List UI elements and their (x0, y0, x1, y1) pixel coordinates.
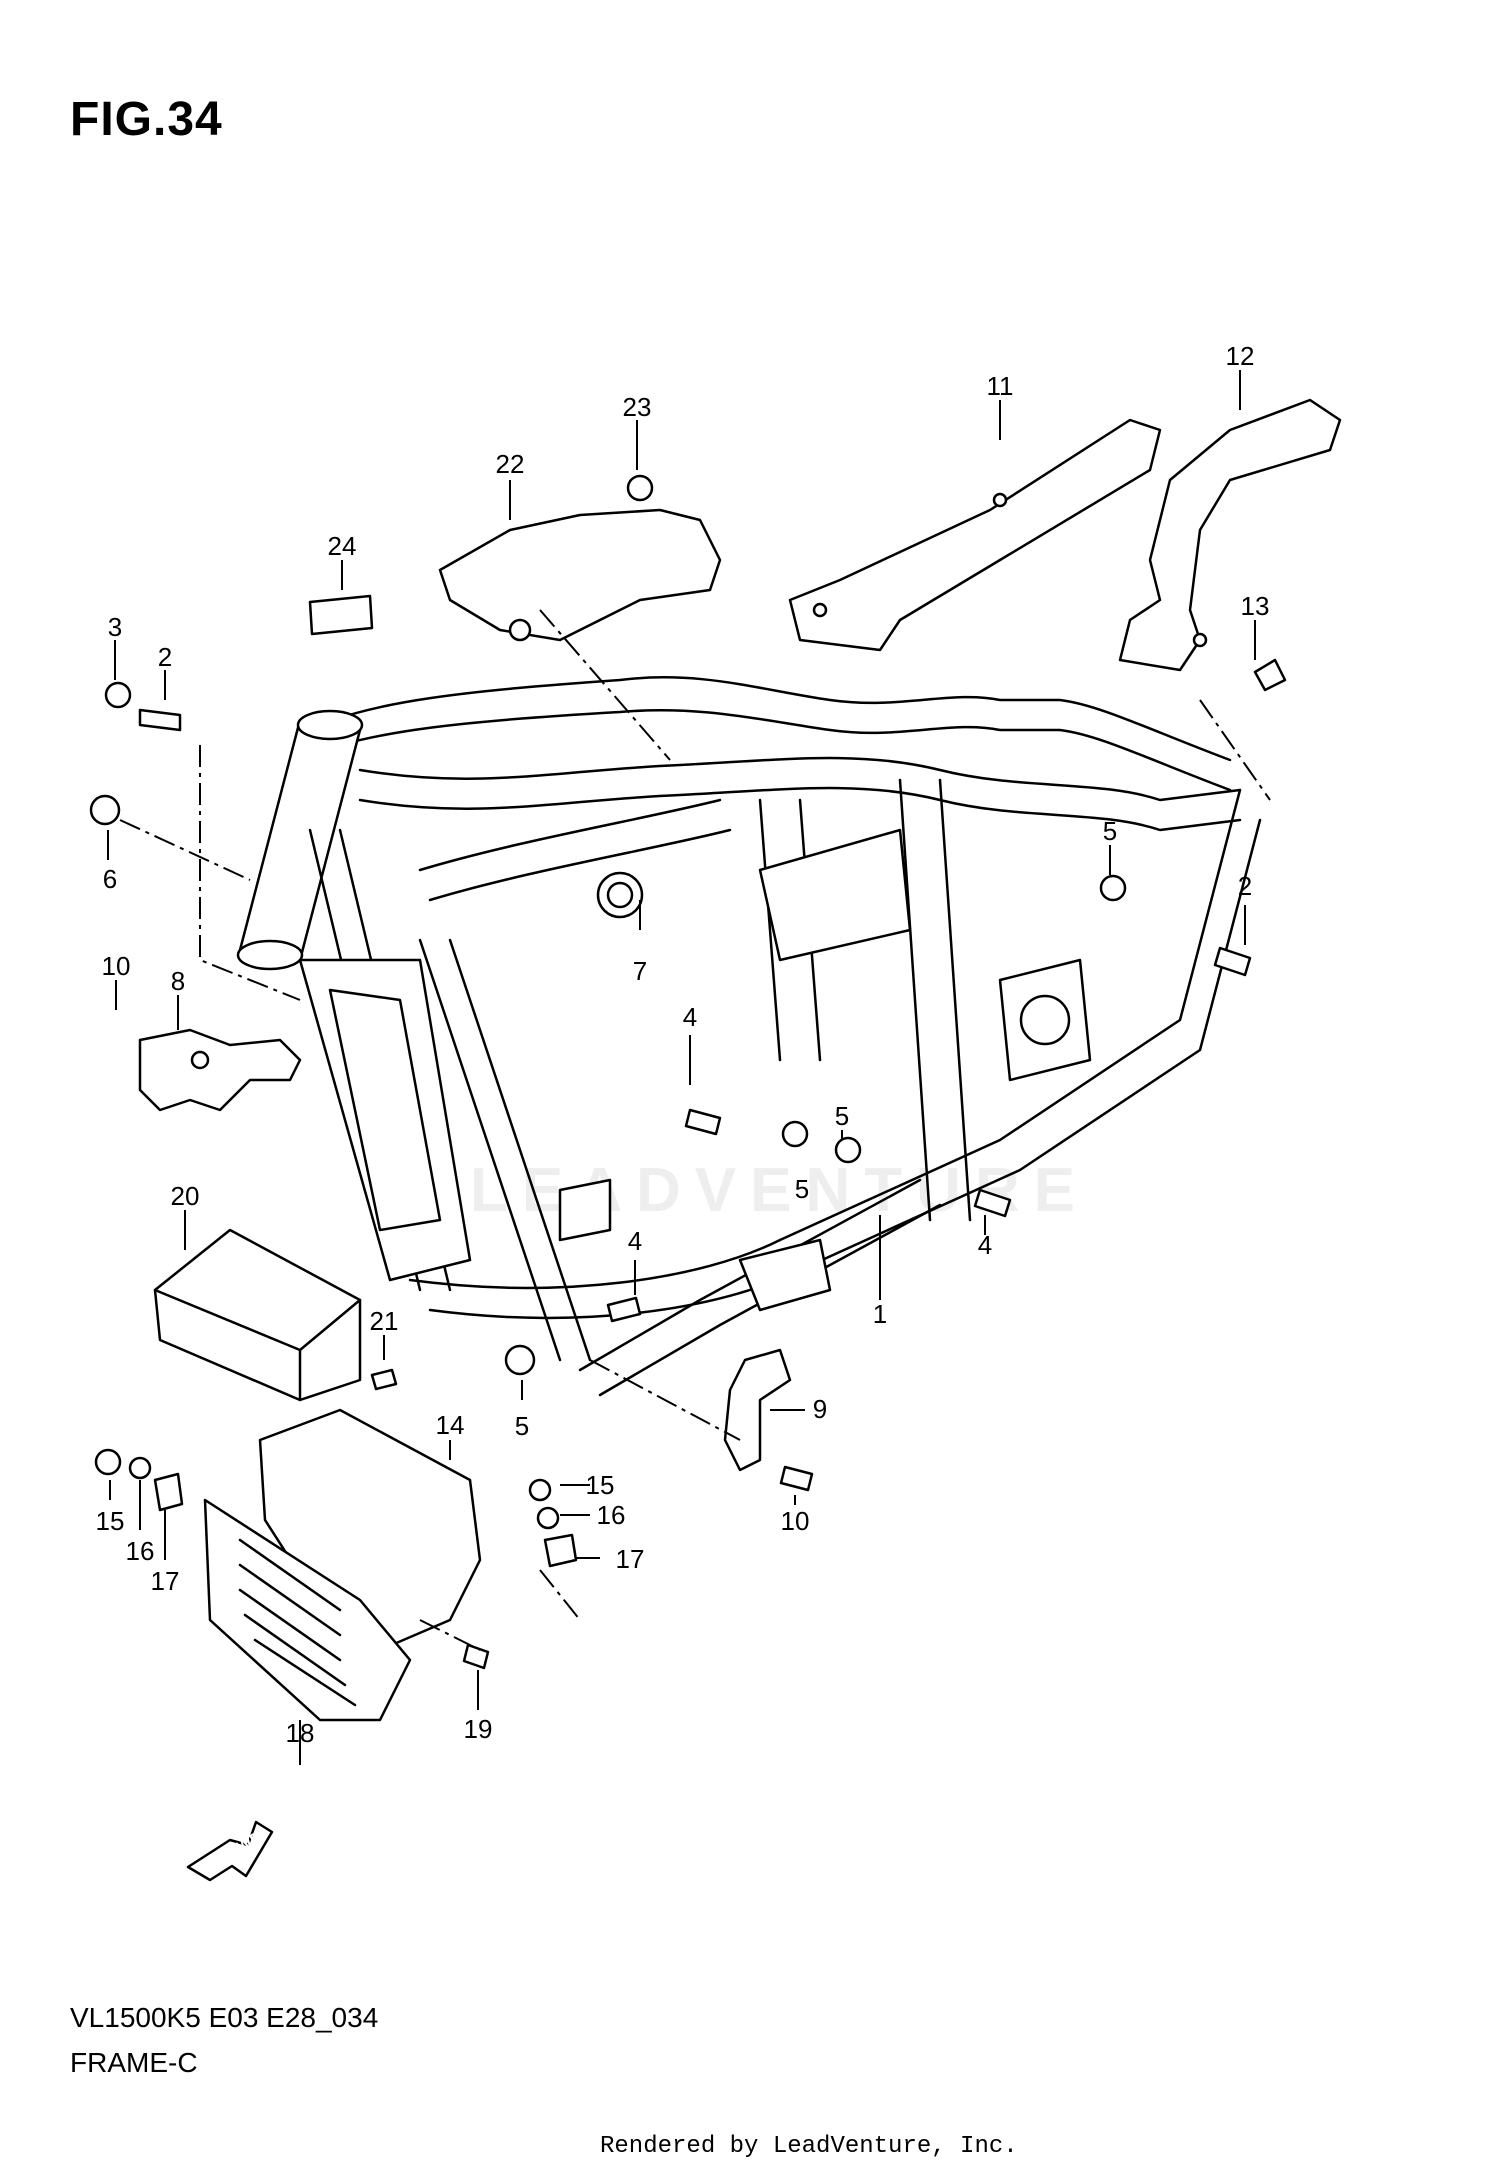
battery-20 (153, 1228, 362, 1402)
callout-12: 12 (1226, 341, 1255, 371)
callout-9: 9 (813, 1394, 827, 1424)
callout-16-right: 16 (597, 1500, 626, 1530)
callout-22: 22 (496, 449, 525, 479)
callout-20: 20 (171, 1181, 200, 1211)
section-name: FRAME-C (70, 2047, 198, 2078)
callout-8: 8 (171, 966, 185, 996)
callout-19: 19 (464, 1714, 493, 1744)
callout-15-left: 15 (96, 1506, 125, 1536)
callout-4-bottom: 4 (628, 1226, 642, 1256)
render-credit: Rendered by LeadVenture, Inc. (600, 2133, 1018, 2160)
callout-17-right: 17 (616, 1544, 645, 1574)
callout-15-right: 15 (586, 1470, 615, 1500)
callout-21: 21 (370, 1306, 399, 1336)
callout-4-mid: 4 (683, 1002, 697, 1032)
callout-17-left: 17 (151, 1566, 180, 1596)
callout-6: 6 (103, 864, 117, 894)
callout-14: 14 (436, 1410, 465, 1440)
callout-1: 1 (873, 1299, 887, 1329)
fwd-arrow: FWD (186, 1820, 274, 1882)
callout-16-left: 16 (126, 1536, 155, 1566)
callout-24: 24 (328, 531, 357, 561)
callout-2-left: 2 (158, 642, 172, 672)
callout-3: 3 (108, 612, 122, 642)
bracket-9 (723, 1348, 792, 1472)
callout-10-left: 10 (102, 951, 131, 981)
frame-body (236, 676, 1262, 1397)
figure-title: FIG.34 (70, 93, 223, 146)
callout-5-lower: 5 (795, 1174, 809, 1204)
grille-18 (203, 1498, 412, 1722)
callout-4-right: 4 (978, 1230, 992, 1260)
callout-13: 13 (1241, 591, 1270, 621)
callout-11: 11 (987, 371, 1014, 401)
model-code: VL1500K5 E03 E28_034 (70, 2002, 379, 2033)
leader-lines (107, 370, 1256, 1765)
callout-23: 23 (623, 392, 652, 422)
callout-2-right: 2 (1238, 871, 1252, 901)
bracket-8 (138, 1028, 302, 1112)
callout-10-right: 10 (781, 1506, 810, 1536)
callout-5-mid: 5 (835, 1101, 849, 1131)
bracket-22 (438, 508, 722, 642)
callout-labels: 1 2 2 3 4 4 4 5 5 5 5 6 7 8 9 10 10 11 1… (96, 341, 1270, 1748)
callout-7: 7 (633, 956, 647, 986)
callout-18: 18 (286, 1718, 315, 1748)
callout-5-bottom: 5 (515, 1411, 529, 1441)
fasteners (89, 474, 1287, 1670)
fender-brace-left (788, 418, 1162, 652)
callout-5-right: 5 (1103, 816, 1117, 846)
pad-24 (308, 594, 374, 636)
fender-brace-right (1118, 398, 1342, 672)
